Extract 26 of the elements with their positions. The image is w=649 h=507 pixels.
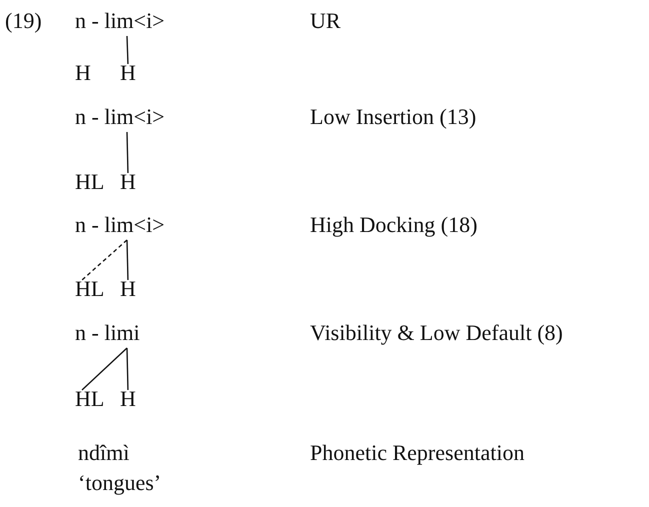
- tier-text: n - lim<i>: [75, 10, 165, 32]
- tier-text: H: [120, 388, 136, 410]
- label-text: Visibility & Low Default (8): [310, 322, 563, 344]
- label-text: Phonetic Representation: [310, 442, 524, 464]
- tier-text: H: [120, 62, 136, 84]
- label-text: UR: [310, 10, 341, 32]
- tier-text: HL: [75, 278, 104, 300]
- association-line: [126, 132, 129, 174]
- association-line: [126, 348, 129, 390]
- association-line: [126, 240, 129, 280]
- tier-text: HL: [75, 171, 104, 193]
- tier-text: H: [120, 278, 136, 300]
- tier-text: H: [120, 171, 136, 193]
- label-text: ‘tongues’: [78, 472, 162, 494]
- label-text: High Docking (18): [310, 214, 478, 236]
- tier-text: H: [75, 62, 91, 84]
- tier-text: n - lim<i>: [75, 214, 165, 236]
- tier-text: HL: [75, 388, 104, 410]
- label-text: Low Insertion (13): [310, 106, 476, 128]
- association-line: [82, 348, 128, 390]
- association-line: [126, 36, 129, 64]
- tier-text: n - lim<i>: [75, 106, 165, 128]
- tier-text: n - limi: [75, 322, 140, 344]
- example-number: (19): [5, 10, 42, 32]
- association-line: [82, 240, 128, 280]
- label-text: ndîmì: [78, 442, 130, 464]
